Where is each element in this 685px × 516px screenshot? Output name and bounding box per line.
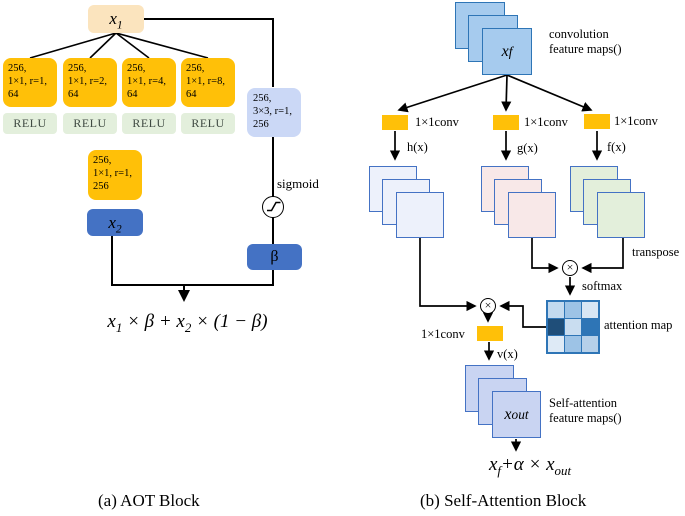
caption-self-attention-block: (b) Self-Attention Block [420, 491, 587, 510]
dilated-conv-box-r2: 256, 1×1, r=2, 64 [63, 58, 117, 107]
self-attention-feature-maps-label: Self-attention feature maps() [549, 396, 622, 425]
x1-input-box: x1 [88, 5, 144, 33]
g-feature-maps [481, 166, 585, 256]
feature-map-square [508, 192, 556, 238]
h-feature-maps [369, 166, 473, 256]
attention-cell [548, 336, 564, 352]
dilated-conv-box-r8: 256, 1×1, r=8, 64 [181, 58, 235, 107]
conv1x1-rect-g [493, 115, 519, 130]
sigmoid-icon [262, 196, 284, 218]
relu-box-3: RELU [122, 113, 176, 134]
matmul-icon-2: × [480, 298, 496, 314]
transpose-label: transpose [632, 245, 680, 259]
attention-cell [582, 319, 598, 335]
conv1x1-label-f: 1×1conv [614, 114, 658, 128]
convolution-feature-maps-label: convolution feature maps() [549, 27, 622, 56]
attention-map-label: attention map [604, 318, 673, 332]
x2-box: x2 [87, 209, 143, 236]
sab-output-formula: xf+α × xout [488, 454, 572, 478]
conv1x1-label-h: 1×1conv [415, 115, 459, 129]
attention-cell [582, 302, 598, 318]
beta-box: β [247, 244, 302, 270]
attention-cell [548, 319, 564, 335]
conv1x1-rect-v [477, 326, 503, 341]
f-feature-maps [570, 166, 674, 256]
x1-label: x [109, 9, 117, 28]
vx-label: v(x) [497, 347, 518, 361]
v-conv-label: 1×1conv [421, 327, 465, 341]
attention-cell [565, 302, 581, 318]
relu-box-4: RELU [181, 113, 235, 134]
dilated-conv-box-r1: 256, 1×1, r=1, 64 [3, 58, 57, 107]
aot-output-formula: x1 × β + x2 × (1 − β) [107, 311, 268, 335]
attention-cell [565, 336, 581, 352]
attention-cell [582, 336, 598, 352]
fx-label: f(x) [607, 140, 626, 154]
attention-cell [548, 302, 564, 318]
relu-box-2: RELU [63, 113, 117, 134]
conv1x1-rect-f [584, 114, 610, 129]
feature-map-square [396, 192, 444, 238]
gx-label: g(x) [517, 141, 538, 155]
conv1x1-rect-h [382, 115, 408, 130]
feature-map-square [597, 192, 645, 238]
relu-box-1: RELU [3, 113, 57, 134]
conv1x1-label-g: 1×1conv [524, 115, 568, 129]
fuse-conv-box: 256, 1×1, r=1, 256 [88, 150, 142, 200]
gate-conv-box: 256, 3×3, r=1, 256 [247, 88, 301, 137]
dilated-conv-box-r4: 256, 1×1, r=4, 64 [122, 58, 176, 107]
matmul-icon-1: × [562, 260, 578, 276]
caption-aot-block: (a) AOT Block [98, 491, 200, 510]
sigmoid-label: sigmoid [277, 176, 319, 191]
softmax-label: softmax [582, 279, 623, 293]
attention-cell [565, 319, 581, 335]
attention-map-grid [546, 300, 600, 354]
hx-label: h(x) [407, 140, 428, 154]
